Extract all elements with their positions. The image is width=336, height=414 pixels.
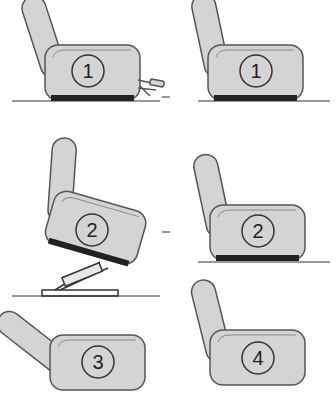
callout-number: 4: [252, 348, 263, 368]
callout-number: 1: [82, 61, 93, 81]
callout-number: 2: [252, 221, 263, 241]
callout-number: 1: [250, 61, 261, 81]
callout-number: 2: [86, 220, 97, 240]
callout-number: 3: [92, 352, 103, 372]
